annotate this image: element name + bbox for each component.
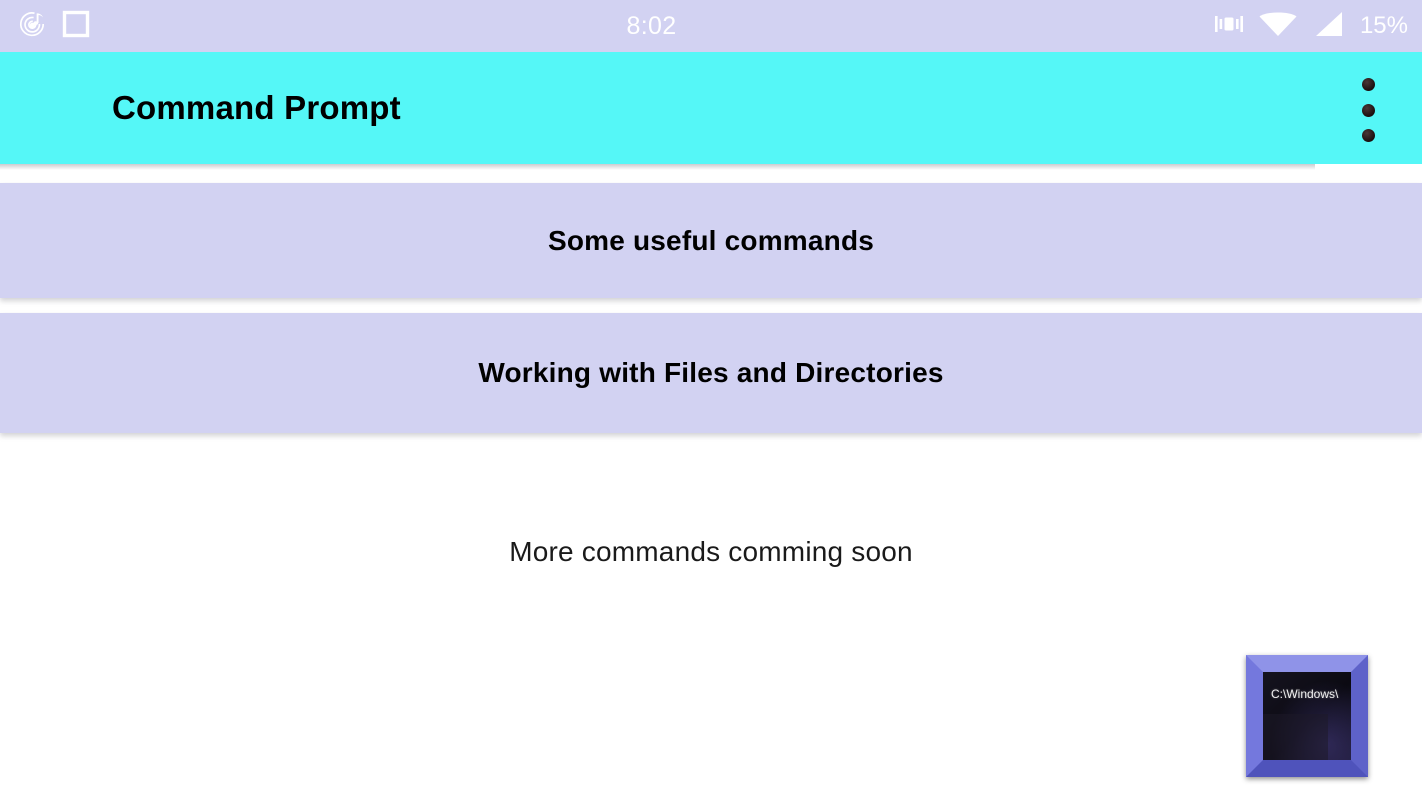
app-bar: Command Prompt [0, 52, 1422, 164]
list-item-some-useful-commands[interactable]: Some useful commands [0, 183, 1422, 298]
cellular-signal-icon [1311, 10, 1345, 43]
command-prompt-screen-shade [1263, 714, 1329, 760]
status-bar-clock-wrap: 8:02 [90, 11, 1213, 40]
overflow-dot-icon [1361, 129, 1375, 142]
list-item-label: Some useful commands [547, 224, 875, 256]
music-notification-icon [18, 9, 48, 44]
coming-soon-note: More commands comming soon [509, 536, 913, 567]
more-options-button[interactable] [1356, 78, 1380, 142]
overflow-dot-icon [1361, 103, 1375, 117]
wifi-icon [1258, 10, 1298, 43]
battery-percentage-label: 15% [1359, 12, 1408, 39]
list-item-label: Working with Files and Directories [478, 357, 944, 388]
status-bar-system-icons: 15% [1213, 10, 1408, 43]
command-prompt-screen: C:\Windows\ [1263, 672, 1351, 760]
square-notification-icon [62, 10, 90, 43]
command-prompt-path-text: C:\Windows\ [1271, 687, 1339, 701]
app-bar-title: Command Prompt [112, 89, 401, 126]
status-bar-clock: 8:02 [626, 11, 677, 40]
command-prompt-icon[interactable]: C:\Windows\ [1246, 655, 1368, 777]
list-item-working-with-files-and-directories[interactable]: Working with Files and Directories [0, 313, 1422, 433]
app-bar-shadow [0, 164, 1315, 170]
overflow-dot-icon [1361, 78, 1375, 91]
vibrate-icon [1213, 11, 1245, 42]
status-bar: 8:02 15% [0, 0, 1422, 52]
status-bar-notification-icons [18, 9, 90, 44]
